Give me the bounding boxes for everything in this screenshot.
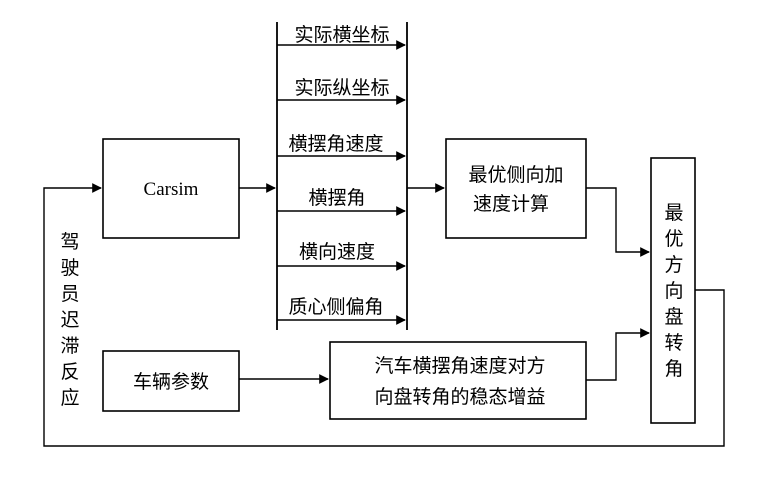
vehicle-params-block <box>102 350 240 412</box>
steering-char-4: 向 <box>664 280 683 302</box>
feedback-char-4: 迟 <box>60 309 79 331</box>
signal-label-5: 横向速度 <box>299 241 375 263</box>
optimal-accel-block <box>445 138 587 239</box>
gain-to-steering-arrow <box>586 328 650 381</box>
steering-char-2: 优 <box>664 228 683 250</box>
driver-delay-label: 驾 驶 员 迟 滞 反 应 <box>60 231 79 409</box>
feedback-char-1: 驾 <box>60 231 79 253</box>
vehicle-params-label: 车辆参数 <box>133 371 209 393</box>
steering-char-5: 盘 <box>664 306 683 328</box>
gain-label-line2: 向盘转角的稳态增益 <box>374 386 545 408</box>
steering-char-6: 转 <box>664 332 683 354</box>
signal-label-4: 横摆角 <box>308 187 365 209</box>
driver-delay-feedback-line <box>43 183 725 447</box>
optimal-steering-block <box>650 157 696 424</box>
signal-label-2: 实际纵坐标 <box>294 77 389 99</box>
signal-label-1: 实际横坐标 <box>294 24 389 46</box>
signal-arrows <box>277 40 406 325</box>
signal-label-3: 横摆角速度 <box>288 133 383 155</box>
feedback-char-7: 应 <box>60 387 79 409</box>
signal-labels: 实际横坐标 实际纵坐标 横摆角速度 横摆角 横向速度 质心侧偏角 <box>288 24 389 318</box>
carsim-block <box>102 138 240 239</box>
feedback-char-6: 反 <box>60 361 79 383</box>
carsim-label: Carsim <box>144 179 199 200</box>
steering-char-1: 最 <box>664 202 683 224</box>
steering-char-7: 角 <box>664 358 683 380</box>
optimal-accel-label-line1: 最优侧向加 <box>468 164 563 186</box>
feedback-char-3: 员 <box>60 283 79 305</box>
steady-state-gain-block <box>329 341 587 420</box>
steering-char-3: 方 <box>664 254 683 276</box>
signal-label-6: 质心侧偏角 <box>288 296 383 318</box>
feedback-char-5: 滞 <box>60 335 79 357</box>
feedback-char-2: 驶 <box>60 257 79 279</box>
accel-to-steering-arrow <box>586 187 650 257</box>
optimal-accel-label-line2: 速度计算 <box>473 193 549 215</box>
optimal-steering-label: 最 优 方 向 盘 转 角 <box>664 202 683 380</box>
gain-label-line1: 汽车横摆角速度对方 <box>374 355 545 377</box>
